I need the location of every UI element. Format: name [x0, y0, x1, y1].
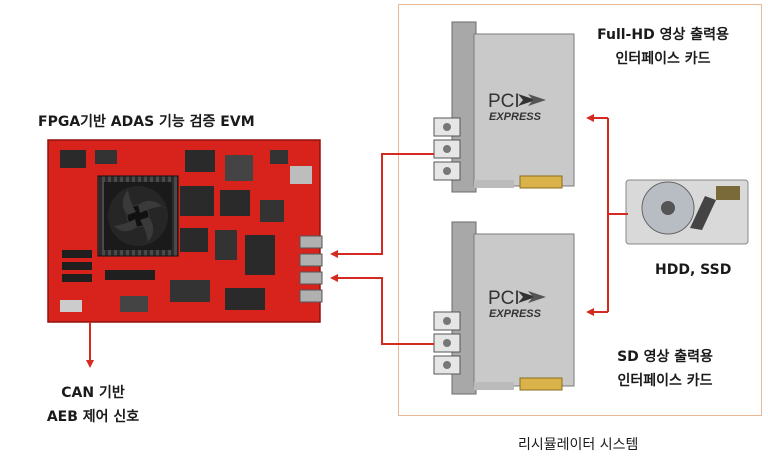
can-label-line2: AEB 제어 신호 — [46, 409, 140, 425]
pci-express-logo-top: PCI EXPRESS — [488, 91, 546, 123]
card-top-label-line2: 인터페이스 카드 — [615, 51, 711, 67]
can-label-line1: CAN 기반 — [61, 385, 125, 401]
pci-card-top — [433, 21, 575, 193]
fpga-evm-board — [47, 139, 323, 323]
card-top-label: Full-HD 영상 출력용 인터페이스 카드 — [578, 24, 748, 68]
can-aeb-label: CAN 기반 AEB 제어 신호 — [38, 382, 148, 426]
card-bottom-label-line1: SD 영상 출력용 — [617, 349, 713, 365]
arrow-card-bottom-to-board — [330, 274, 434, 345]
svg-text:EXPRESS: EXPRESS — [489, 111, 542, 123]
resimulator-system-box — [398, 4, 762, 416]
fpga-evm-title: FPGA기반 ADAS 기능 검증 EVM — [38, 114, 255, 130]
arrow-storage-bracket — [607, 118, 628, 312]
svg-text:EXPRESS: EXPRESS — [489, 308, 542, 320]
card-top-label-line1: Full-HD 영상 출력용 — [597, 27, 729, 43]
storage-label: HDD, SSD — [655, 262, 732, 278]
hdd-image — [625, 179, 749, 245]
svg-text:PCI: PCI — [488, 91, 520, 112]
card-bottom-label-line2: 인터페이스 카드 — [617, 373, 713, 389]
card-bottom-label: SD 영상 출력용 인터페이스 카드 — [590, 346, 740, 390]
resimulator-system-label: 리시뮬레이터 시스템 — [518, 437, 639, 453]
arrow-card-top-to-board — [330, 153, 434, 258]
svg-text:PCI: PCI — [488, 288, 520, 309]
pci-express-logo-bottom: PCI EXPRESS — [488, 288, 546, 320]
pci-card-bottom — [433, 221, 575, 395]
